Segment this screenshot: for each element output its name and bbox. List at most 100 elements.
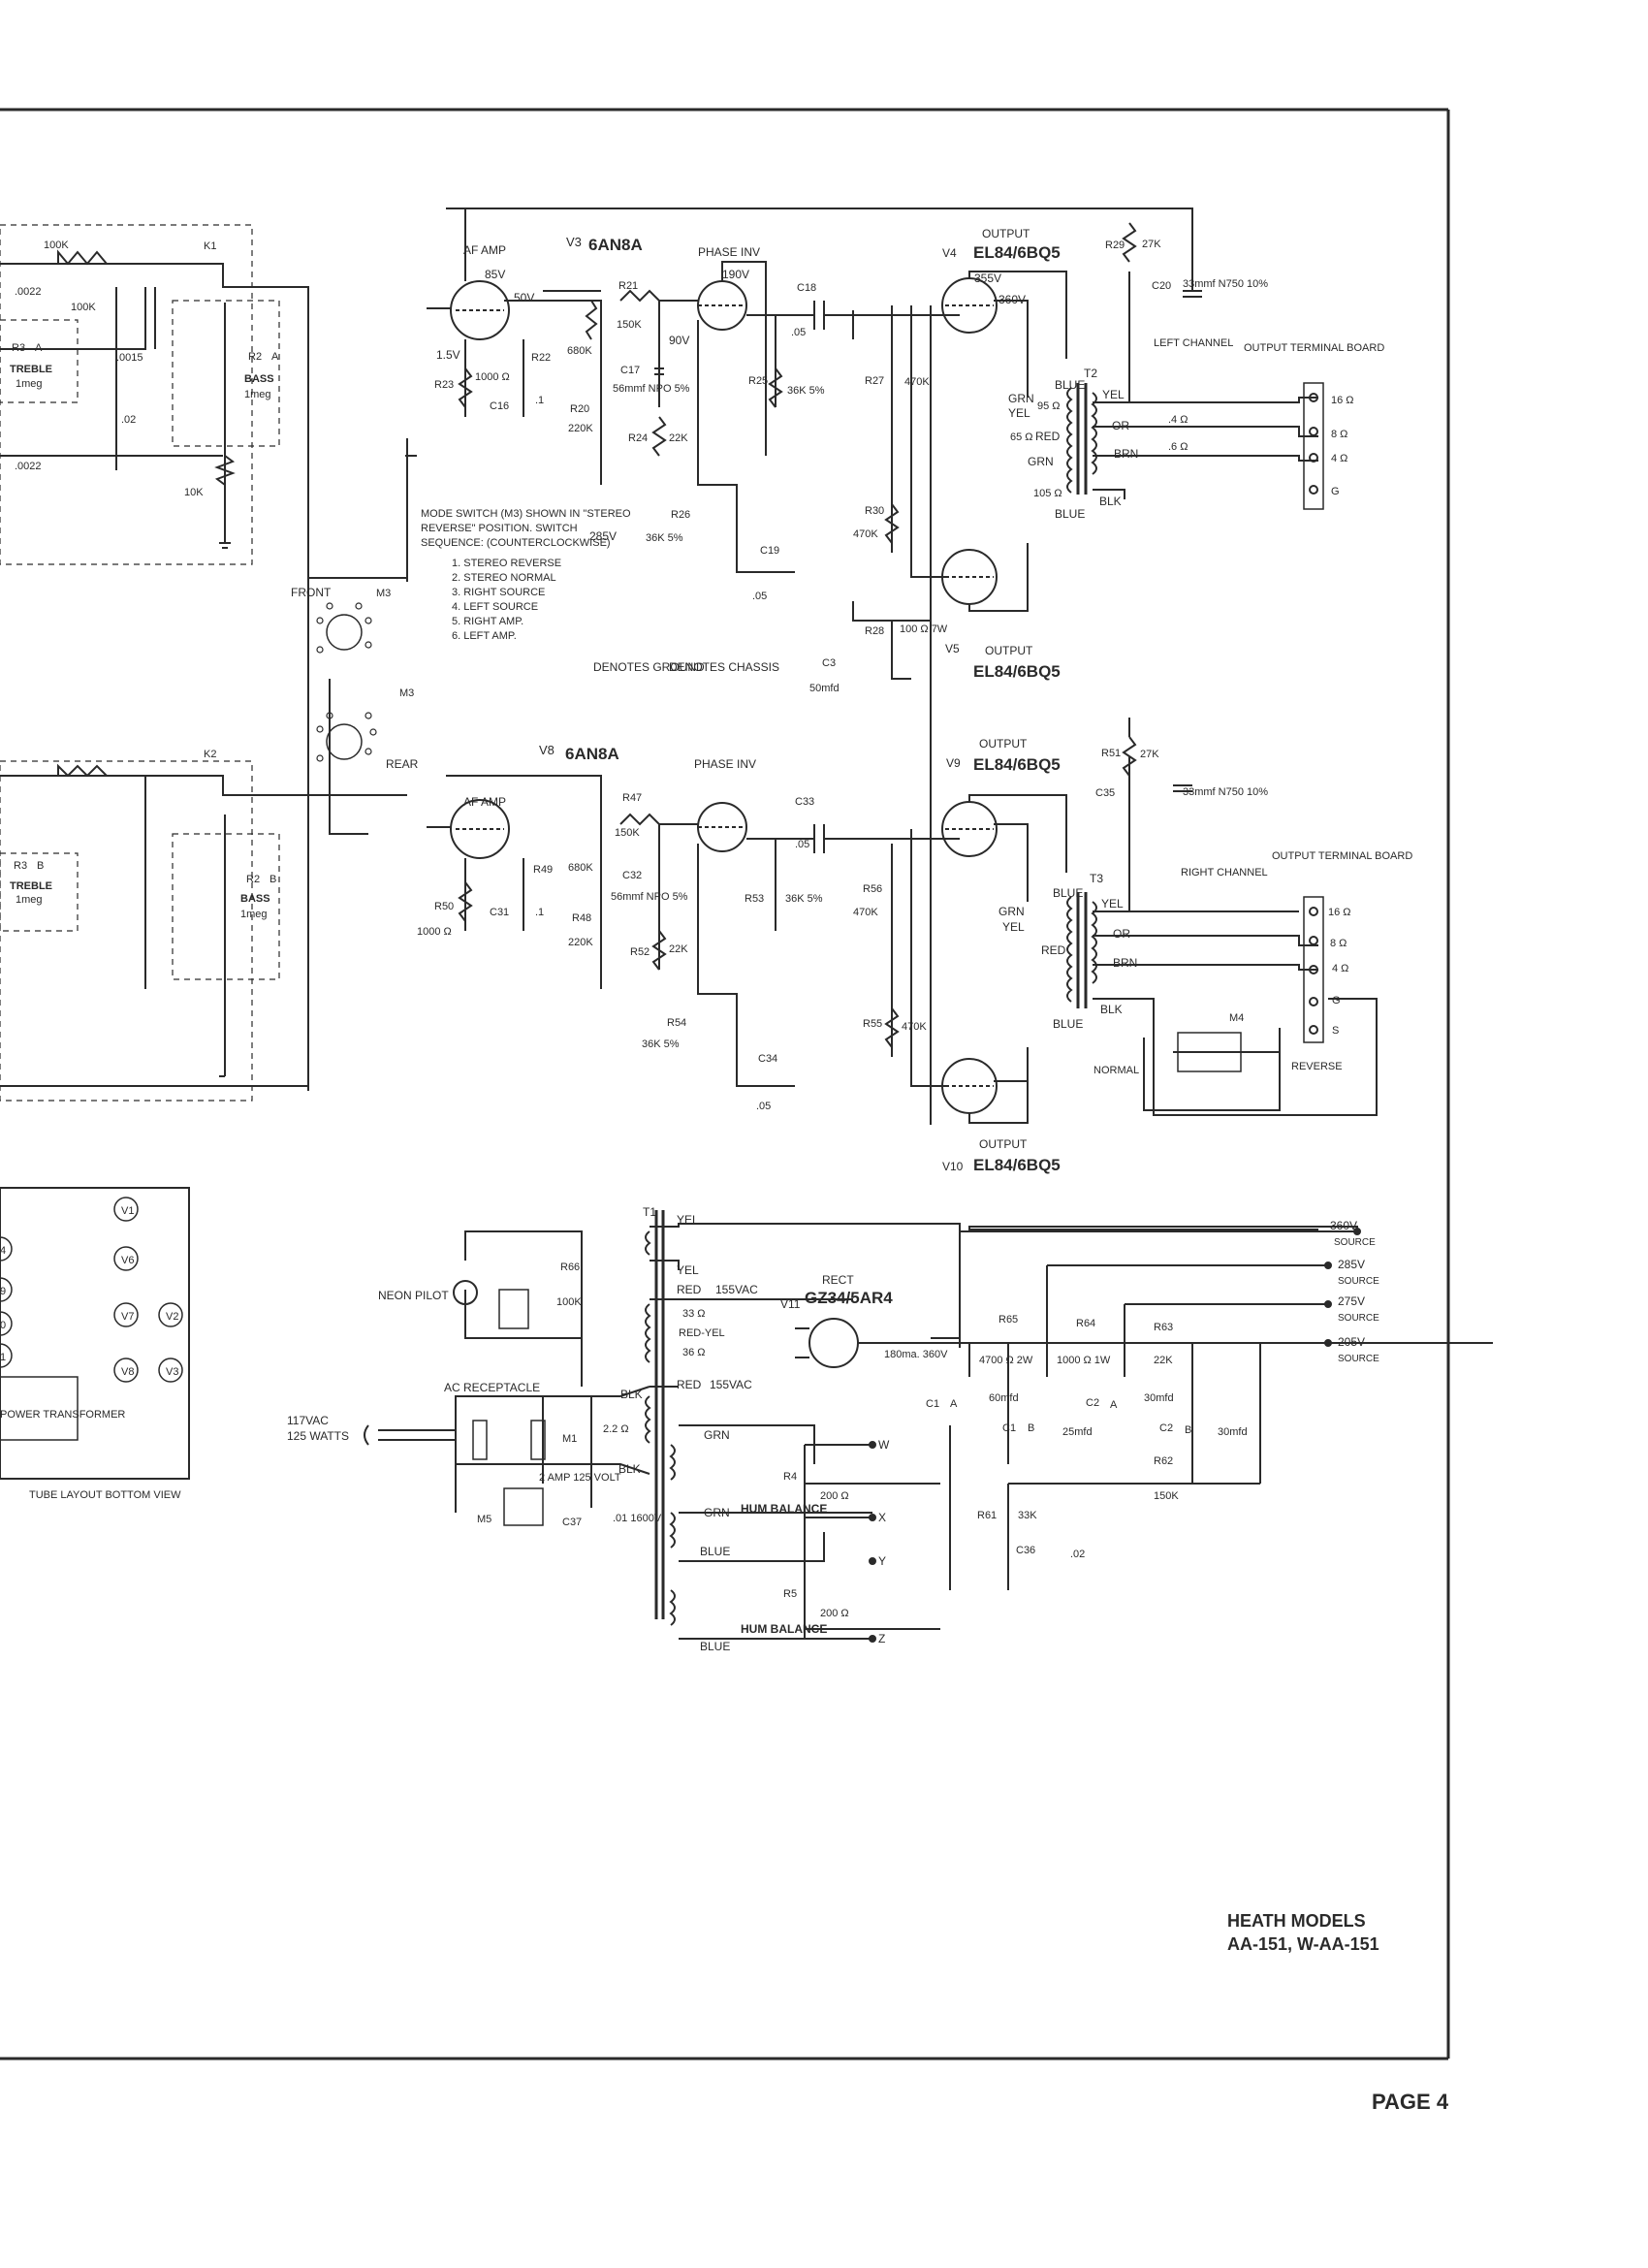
layout-v6: V6 (121, 1255, 134, 1266)
c2a-sub: A (1110, 1399, 1118, 1411)
c35-ref: C35 (1095, 787, 1115, 799)
ma180-label: 180ma. 360V (884, 1349, 948, 1360)
r3b-sub: B (37, 860, 44, 872)
r2b-sub: B (269, 874, 276, 885)
r56-ref: R56 (863, 883, 882, 895)
r-10k-top: 10K (184, 487, 204, 498)
t2-ohm-65: 65 Ω (1010, 431, 1033, 443)
vac-155-top: 155VAC (715, 1283, 758, 1296)
mode-note-line-7: 4. LEFT SOURCE (452, 601, 538, 613)
r21-ref: R21 (618, 280, 638, 292)
t1-tap-red-bottom: RED (677, 1378, 702, 1391)
r27-ref: R27 (865, 375, 884, 387)
ac-receptacle-label: AC RECEPTACLE (444, 1381, 540, 1394)
r66-value: 100K (556, 1296, 582, 1308)
t2-tap-grn2: GRN (1028, 455, 1054, 468)
t3-tap-brn: BRN (1113, 956, 1137, 970)
r2a-ref: R2 (248, 351, 262, 363)
layout-v3: V3 (166, 1366, 178, 1378)
v3-af-amp-label: AF AMP (463, 243, 506, 257)
fuse-rating: 2 AMP 125 VOLT (539, 1472, 621, 1484)
r28-ref: R28 (865, 625, 884, 637)
red-yel-tap: RED-YEL (679, 1327, 725, 1339)
c1b-ref: C1 (1002, 1422, 1016, 1434)
t2-sec-6: .6 Ω (1168, 441, 1188, 453)
c18-ref: C18 (797, 282, 816, 294)
c1a-ref: C1 (926, 1398, 939, 1410)
layout-v7: V7 (121, 1311, 134, 1323)
mains-watts-label: 125 WATTS (287, 1429, 349, 1443)
t3-term-s: S (1332, 1025, 1339, 1037)
left-channel-title: LEFT CHANNEL (1154, 337, 1233, 349)
rect-tube-type: GZ34/5AR4 (805, 1289, 893, 1307)
treble-a-label: TREBLE (10, 364, 52, 375)
r62-ref: R62 (1154, 1455, 1173, 1467)
power-supply (364, 1210, 1493, 1643)
v9-output-label: OUTPUT (979, 737, 1028, 751)
t2-tap-or: OR (1112, 419, 1129, 432)
t3-term-8: 8 Ω (1330, 938, 1347, 949)
c37-value: .01 1600V (613, 1513, 662, 1524)
t3-tap-grn: GRN (998, 905, 1025, 918)
ohm-36: 36 Ω (682, 1347, 706, 1358)
c32-ref: C32 (622, 870, 642, 881)
left-channel-section (0, 208, 1324, 1091)
bass-b-label: BASS (240, 893, 270, 905)
phase-inv-label-right: PHASE INV (694, 757, 756, 771)
t2-ref: T2 (1084, 367, 1097, 380)
c20-ref: C20 (1152, 280, 1171, 292)
c17-value: 56mmf NPO 5% (613, 383, 690, 395)
rail-205-source: SOURCE (1338, 1354, 1379, 1364)
r22-value: 680K (567, 345, 592, 357)
mode-note-line-3: SEQUENCE: (COUNTERCLOCKWISE) (421, 537, 611, 549)
layout-edge-c: 0 (0, 1320, 6, 1331)
c20-value: 33mmf N750 10% (1183, 278, 1268, 290)
r61-ref: R61 (977, 1510, 997, 1521)
c18-value: .05 (791, 327, 806, 338)
speaker-reverse-label: REVERSE (1291, 1061, 1343, 1072)
mode-note-line-2: REVERSE" POSITION. SWITCH (421, 523, 578, 534)
right-channel-title: RIGHT CHANNEL (1181, 867, 1268, 878)
v4-tube-type: EL84/6BQ5 (973, 243, 1061, 262)
vac-155-bottom: 155VAC (710, 1378, 752, 1391)
c31-ref: C31 (490, 907, 509, 918)
r26-ref: R26 (671, 509, 690, 521)
r48-value: 220K (568, 937, 593, 948)
v9-tube-type: EL84/6BQ5 (973, 755, 1061, 774)
rail-205-voltage: 205V (1338, 1335, 1365, 1349)
c16-ref: C16 (490, 400, 509, 412)
c1a-sub: A (950, 1398, 958, 1410)
t1-tap-grn-bottom: GRN (704, 1506, 730, 1519)
v3-plate-voltage: 85V (485, 268, 505, 281)
bass-b-value: 1meg (240, 909, 268, 920)
r23-value: 1000 Ω (475, 371, 510, 383)
layout-edge-a: 4 (0, 1245, 6, 1257)
c2a-ref: C2 (1086, 1397, 1099, 1409)
models-title-line1: HEATH MODELS (1227, 1911, 1366, 1931)
v5-ref: V5 (945, 642, 960, 655)
mode-note-line-8: 5. RIGHT AMP. (452, 616, 523, 627)
phase-inv-plate-voltage-left: 190V (722, 268, 749, 281)
rail-275-voltage: 275V (1338, 1294, 1365, 1308)
r-100k-top: 100K (44, 240, 69, 251)
rail-285-source: SOURCE (1338, 1276, 1379, 1287)
mode-note-line-5: 2. STEREO NORMAL (452, 572, 556, 584)
treble-b-label: TREBLE (10, 880, 52, 892)
ohm-33: 33 Ω (682, 1308, 706, 1320)
r30-value: 470K (853, 528, 878, 540)
r24-ref: R24 (628, 432, 648, 444)
r28-value: 100 Ω 7W (900, 623, 948, 635)
node-y: Y (878, 1554, 886, 1568)
rail-285-voltage: 285V (1338, 1258, 1365, 1271)
c1b-value: 25mfd (1062, 1426, 1093, 1438)
hum-balance-1: HUM BALANCE (741, 1502, 827, 1516)
r3a-ref: R3 (12, 342, 25, 354)
r51-ref: R51 (1101, 748, 1121, 759)
r21-value: 150K (617, 319, 642, 331)
tube-layout (0, 1187, 190, 1480)
page-number: PAGE 4 (1372, 2090, 1449, 2114)
v4-ref: V4 (942, 246, 957, 260)
c34-ref: C34 (758, 1053, 777, 1065)
v10-ref: V10 (942, 1160, 964, 1173)
